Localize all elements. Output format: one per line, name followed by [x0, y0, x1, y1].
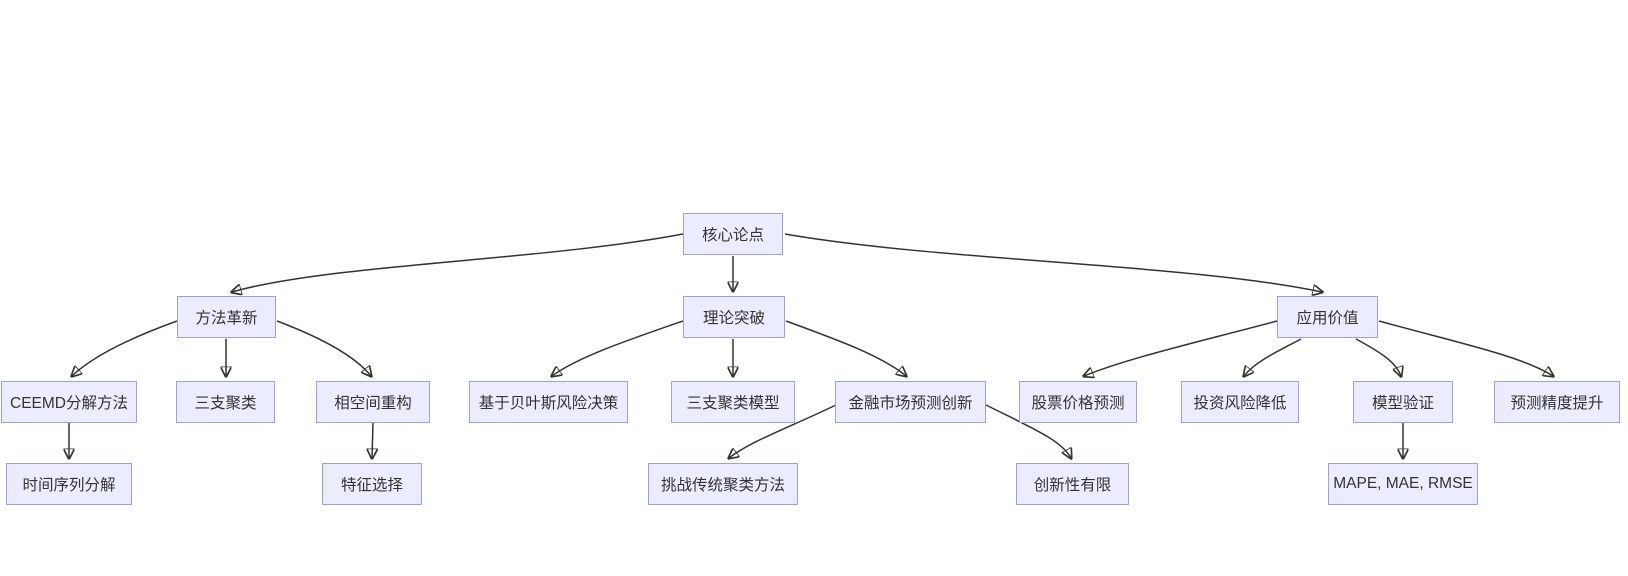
edge-theory-bayes — [552, 320, 684, 376]
edge-phasespace-feature — [372, 422, 373, 458]
node-forecast-precision-improvement: 预测精度提升 — [1494, 381, 1620, 423]
node-method-innovation: 方法革新 — [177, 296, 276, 338]
node-phase-space-reconstruction: 相空间重构 — [316, 381, 430, 423]
node-three-way-clustering-model: 三支聚类模型 — [671, 381, 795, 423]
edge-application-stock — [1084, 320, 1278, 376]
node-feature-selection: 特征选择 — [322, 463, 422, 505]
node-three-way-clustering: 三支聚类 — [176, 381, 275, 423]
node-application-value: 应用价值 — [1277, 296, 1378, 338]
edge-application-precision — [1378, 320, 1553, 376]
node-time-series-decomposition: 时间序列分解 — [6, 463, 132, 505]
edge-method-ceemd — [72, 320, 178, 376]
node-error-metrics: MAPE, MAE, RMSE — [1328, 463, 1478, 505]
node-core-thesis: 核心论点 — [683, 213, 783, 255]
node-financial-market-forecast-innovation: 金融市场预测创新 — [835, 381, 986, 423]
edge-core-method — [232, 233, 684, 292]
node-challenge-traditional-clustering: 挑战传统聚类方法 — [648, 463, 798, 505]
node-theory-breakthrough: 理论突破 — [683, 296, 785, 338]
edge-application-validation — [1355, 338, 1401, 376]
node-bayesian-risk-decision: 基于贝叶斯风险决策 — [469, 381, 628, 423]
edge-theory-finance — [785, 320, 906, 376]
edge-application-risk — [1244, 338, 1302, 376]
edge-core-application — [784, 233, 1322, 292]
node-limited-novelty: 创新性有限 — [1016, 463, 1129, 505]
node-model-validation: 模型验证 — [1353, 381, 1453, 423]
edge-method-phasespace — [276, 320, 371, 376]
node-ceemd-decomposition: CEEMD分解方法 — [1, 381, 137, 423]
node-stock-price-forecast: 股票价格预测 — [1019, 381, 1137, 423]
node-investment-risk-reduction: 投资风险降低 — [1181, 381, 1299, 423]
